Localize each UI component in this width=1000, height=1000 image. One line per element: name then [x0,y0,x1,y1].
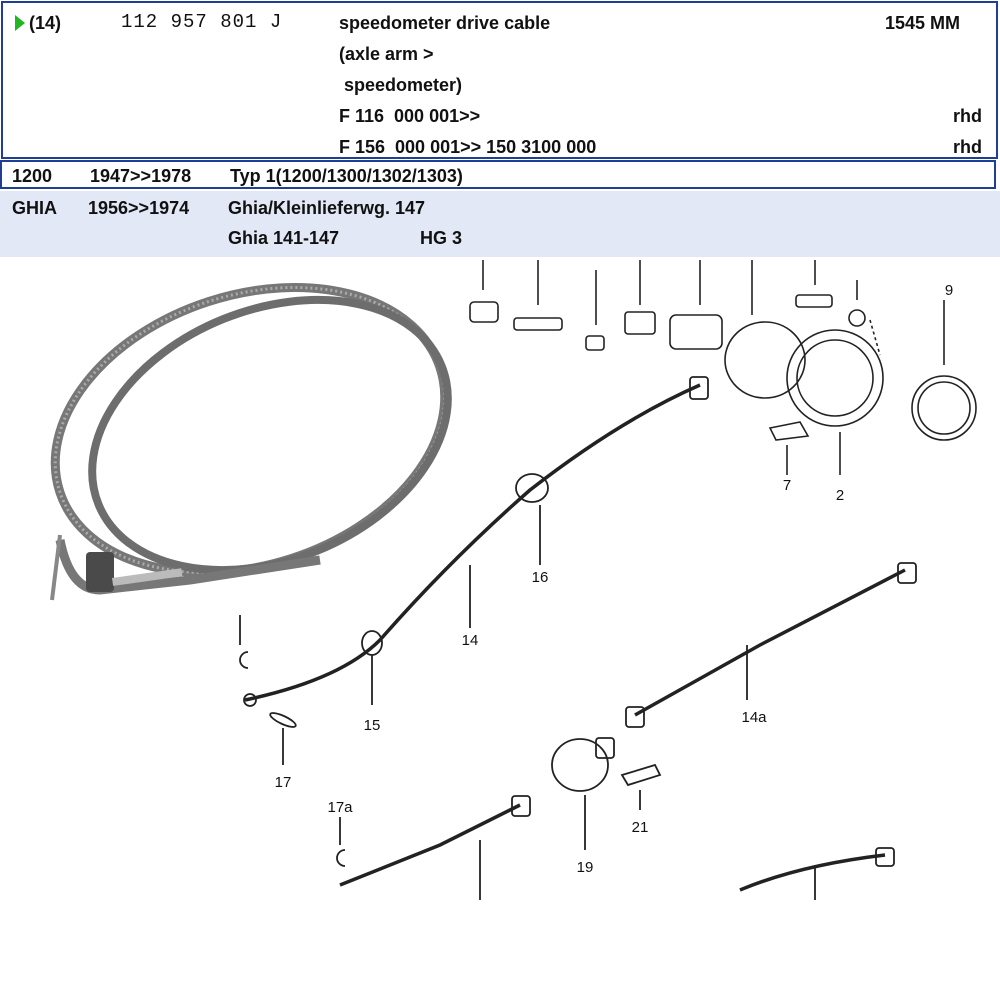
label-7: 7 [783,477,791,494]
chassis-side-2: rhd [953,137,982,157]
exploded-diagram: 9 7 2 16 14 15 17 14a 21 19 17a [50,260,977,900]
chassis-range-1: F 116 000 001>> [339,106,481,126]
label-15: 15 [364,717,381,734]
vehicle-model: Ghia/Kleinlieferwg. 147 [228,198,426,218]
vehicle-row[interactable]: 1200 1947>>1978 Typ 1(1200/1300/1302/130… [0,160,996,189]
vehicle-years: 1947>>1978 [90,166,192,186]
part-description-3: speedometer) [339,75,463,95]
vehicle-code: GHIA [12,198,57,218]
vehicle-model: Typ 1(1200/1300/1302/1303) [230,166,463,186]
label-2: 2 [836,487,844,504]
label-21: 21 [632,819,649,836]
vehicle-years: 1956>>1974 [88,198,190,218]
part-quantity: 1545 MM [885,13,961,33]
label-17a: 17a [327,799,353,816]
part-number: 112 957 801 J [121,11,283,33]
part-description-2: (axle arm > [339,44,434,64]
vehicle-row[interactable]: GHIA 1956>>1974 Ghia/Kleinlieferwg. 147 … [0,191,1000,257]
label-14a: 14a [741,709,767,726]
cable-photo [50,283,452,601]
part-position: (14) [29,13,62,33]
part-header[interactable]: (14) 112 957 801 J speedometer drive cab… [1,1,998,159]
vehicle-group: HG 3 [420,228,463,248]
vehicle-code: 1200 [12,166,53,186]
label-17: 17 [275,774,292,791]
chassis-range-2: F 156 000 001>> 150 3100 000 [339,137,597,157]
label-19: 19 [577,859,594,876]
label-9: 9 [945,282,953,299]
chassis-side-1: rhd [953,106,982,126]
vehicle-model-2: Ghia 141-147 [228,228,340,248]
label-14: 14 [462,632,479,649]
expand-arrow-icon[interactable] [15,15,25,31]
part-description-1: speedometer drive cable [339,13,551,33]
label-16: 16 [532,569,549,586]
